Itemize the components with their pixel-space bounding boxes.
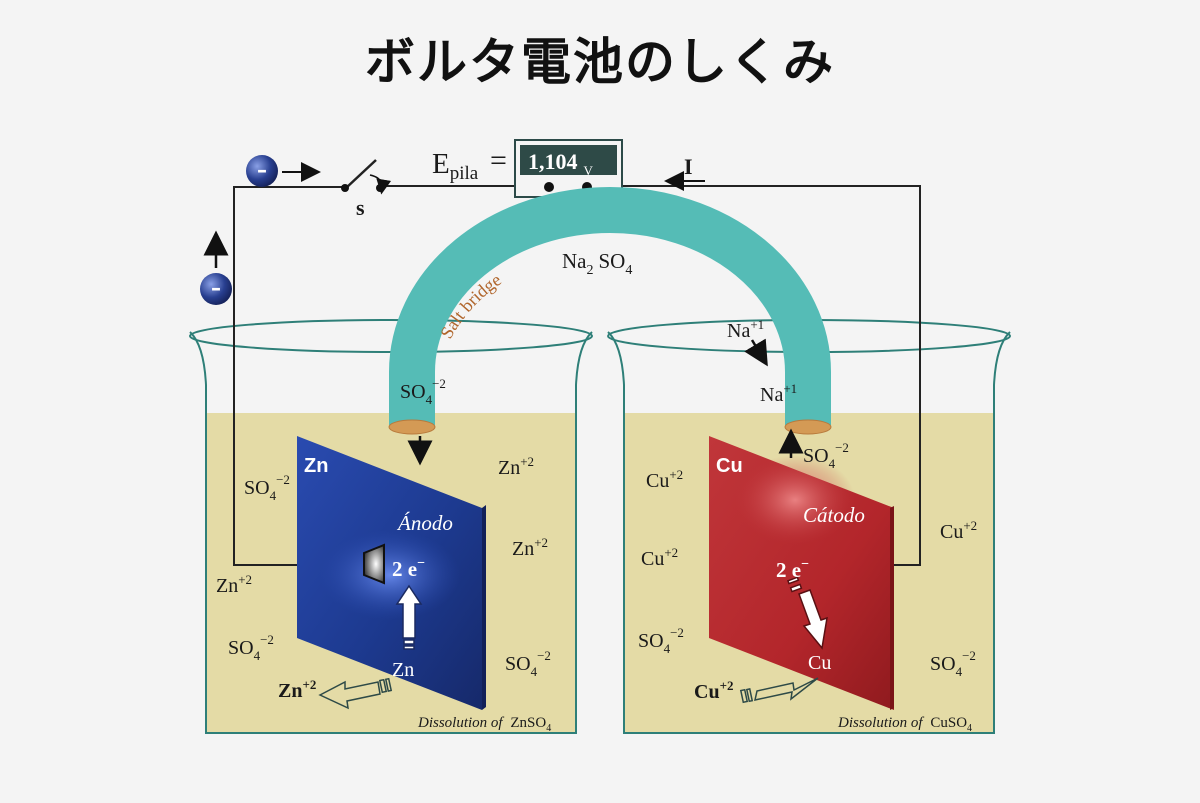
emf-label: Epila	[432, 148, 479, 184]
copper-ion-label: Cu+2	[694, 678, 734, 703]
sulfate-ion-label: SO4−2	[244, 472, 290, 503]
cathode-name: Cátodo	[803, 503, 865, 527]
na-ion-label: Na+1	[727, 317, 764, 342]
current-label: I	[684, 154, 693, 179]
svg-text:–: –	[257, 158, 267, 182]
cathode-atom-label: Cu	[808, 652, 831, 674]
copper-ion-label: Cu+2	[940, 518, 977, 543]
diagram-title: ボルタ電池のしくみ	[365, 33, 835, 91]
copper-ion-label: Cu+2	[646, 467, 683, 492]
sulfate-ion-label: SO4−2	[803, 440, 849, 471]
zinc-ion-label: Zn+2	[278, 677, 316, 702]
svg-text:–: –	[211, 276, 221, 300]
zinc-ion-label: Zn+2	[512, 535, 548, 560]
switch-label: s	[356, 195, 365, 220]
left-solution-caption: Dissolution of ZnSO4	[417, 715, 551, 734]
zinc-ion-label: Zn+2	[216, 572, 252, 597]
zinc-ion-label: Zn+2	[498, 454, 534, 479]
zinc-plate	[297, 436, 486, 710]
sulfate-ion-label: SO4−2	[638, 625, 684, 656]
oxidation-arrow	[395, 584, 423, 650]
switch-arrow	[369, 174, 392, 195]
cu-ion-depositing-arrow	[739, 677, 819, 704]
switch-contact-left	[341, 184, 349, 192]
sulfate-ion-label: SO4−2	[930, 648, 976, 679]
sulfate-ion-label: SO4−2	[505, 648, 551, 679]
anode-terminal	[363, 543, 385, 585]
electron-left: –	[200, 273, 232, 305]
sulfate-ion-label: SO4−2	[228, 632, 274, 663]
reduction-arrow	[786, 576, 828, 650]
salt-bridge	[388, 187, 832, 435]
electron-top: –	[246, 155, 278, 187]
copper-plate	[709, 436, 894, 710]
anode-metal-label: Zn	[304, 455, 328, 477]
anode-electrons: 2 e−	[392, 556, 425, 581]
zn-ion-dissolving-arrow	[318, 677, 393, 710]
cathode-electrons: 2 e−	[776, 557, 809, 582]
anode-atom-label: Zn	[392, 659, 414, 681]
anode-name: Ánodo	[396, 511, 453, 535]
cathode-metal-label: Cu	[716, 455, 743, 477]
equals-sign: =	[490, 144, 507, 177]
copper-ion-label: Cu+2	[641, 545, 678, 570]
na-flow-arrow	[744, 338, 768, 367]
right-solution-caption: Dissolution of CuSO4	[837, 715, 972, 734]
sulfate-ion-label: SO4−2	[400, 376, 446, 407]
na-ion-label: Na+1	[760, 381, 797, 406]
